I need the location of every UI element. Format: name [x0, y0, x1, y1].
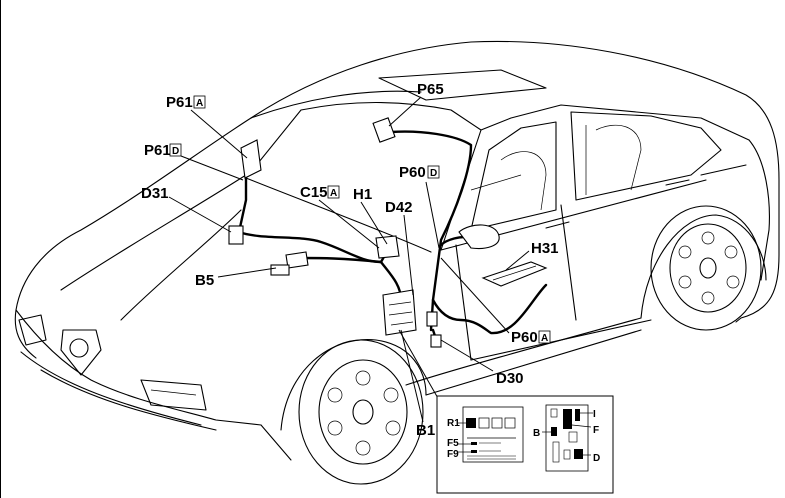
- label-h1: H1: [353, 186, 372, 203]
- inset-label-r1: R1: [447, 418, 460, 429]
- component-d42: [426, 311, 438, 327]
- label-p60a-tag-box: [538, 330, 551, 344]
- label-p61d-tag: D: [172, 146, 179, 157]
- label-p60a: P60: [511, 329, 538, 346]
- label-p61a: P61: [166, 94, 193, 111]
- label-b5: B5: [195, 272, 214, 289]
- inset-left-panel: R1 F5 F9: [447, 406, 524, 463]
- inset-right-panel: I F B D: [533, 404, 600, 472]
- component-p61: [240, 139, 262, 179]
- connector-i: [575, 409, 580, 421]
- component-b1: [382, 289, 417, 336]
- label-c15a: C15: [300, 184, 328, 201]
- component-b5-plug: [270, 264, 290, 276]
- component-b5: [285, 251, 309, 269]
- label-p61a-tag-box: [193, 95, 206, 109]
- label-d31: D31: [141, 185, 169, 202]
- relay-r1: [466, 418, 476, 428]
- fuse-box-inset: R1 F5 F9 I F B D: [436, 395, 614, 494]
- label-b1: B1: [416, 422, 435, 439]
- inset-label-i: I: [593, 409, 596, 420]
- inset-label-b: B: [533, 428, 540, 439]
- label-p61d-tag-box: [169, 143, 182, 157]
- label-p60d-tag-box: [427, 165, 440, 179]
- labels: P61 A P61 D P65 D31 C15 A H1 P60 D D42 H…: [141, 81, 559, 439]
- label-p65: P65: [417, 81, 444, 98]
- label-p60a-tag: A: [541, 333, 548, 344]
- label-d42: D42: [385, 199, 413, 216]
- label-c15a-tag-box: [327, 185, 340, 199]
- label-c15a-tag: A: [330, 188, 337, 199]
- inset-label-d: D: [593, 453, 600, 464]
- front-wheel: [298, 339, 424, 485]
- components: [228, 117, 548, 348]
- label-p61a-tag: A: [196, 98, 203, 109]
- component-d31: [228, 225, 244, 245]
- connector-d: [574, 449, 583, 459]
- inset-label-f9: F9: [447, 449, 459, 460]
- car-body: [14, 40, 780, 461]
- label-p60d: P60: [399, 164, 426, 181]
- inset-label-f: F: [593, 425, 599, 436]
- component-d30: [430, 334, 442, 348]
- label-h31: H31: [531, 240, 559, 257]
- fuse-f5: [471, 442, 477, 445]
- fuse-f9: [471, 450, 477, 453]
- door-mirror: [458, 224, 500, 250]
- component-h31: [481, 261, 548, 287]
- leader-lines: [168, 96, 530, 423]
- label-d30: D30: [496, 370, 524, 387]
- label-p60d-tag: D: [430, 168, 437, 179]
- component-p65: [372, 117, 396, 143]
- connector-b: [551, 427, 557, 436]
- connector-f: [563, 409, 572, 429]
- component-h1: [375, 235, 400, 259]
- label-p61d: P61: [144, 142, 171, 159]
- inset-label-f5: F5: [447, 438, 459, 449]
- rear-wheel: [650, 205, 762, 331]
